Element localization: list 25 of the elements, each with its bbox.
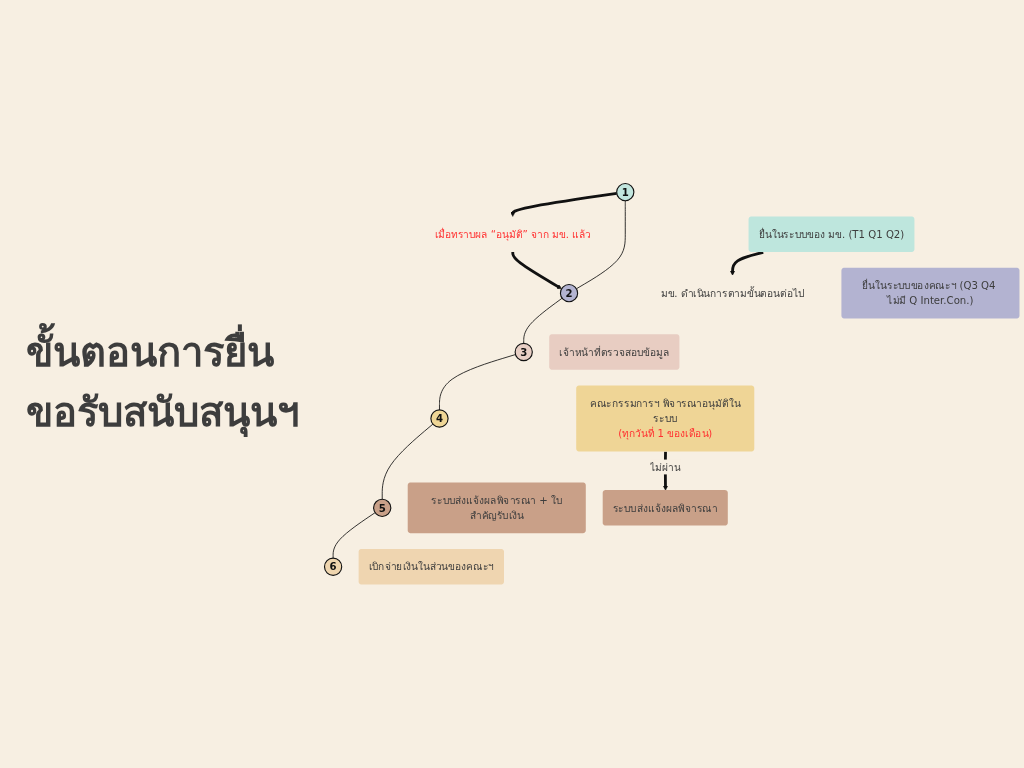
edge-label: ไม่ผ่าน	[650, 461, 681, 473]
node-circle: 3	[514, 342, 533, 362]
node-text: มข. ดำเนินการตามขั้นตอนต่อไป	[660, 287, 805, 300]
connector	[576, 200, 626, 290]
node-box: เบิกจ่ายเงินในส่วนของคณะฯ	[358, 549, 504, 585]
node-box: ยื่นในระบบของ มข. (T1 Q1 Q2)	[748, 216, 915, 252]
connector	[439, 354, 516, 411]
connector	[332, 512, 376, 559]
node-box: ยื่นในระบบของคณะฯ (Q3 Q4 ไม่มี Q Inter.Con.)	[841, 267, 1020, 319]
connector	[523, 297, 563, 344]
node-box: ระบบส่งแจ้งผลพิจารณา + ใบสำคัญรับเงิน	[407, 482, 586, 534]
arrow	[730, 250, 764, 276]
node-box: ระบบส่งแจ้งผลพิจารณา	[602, 490, 728, 526]
arrow	[511, 251, 562, 289]
title: ขั้นตอนการยื่นขอรับสนับสนุนฯ	[22, 308, 320, 460]
connector	[381, 423, 434, 500]
node-circle: 1	[616, 182, 635, 202]
node-box: คณะกรรมการฯ พิจารณาอนุมัติในระบบ (ทุกวันที่ 1 ของเดือน)	[576, 385, 755, 452]
node-circle: 2	[559, 283, 579, 303]
node-circle: 6	[323, 557, 343, 576]
node-text: เมื่อทราบผล “อนุมัติ” จาก มข. แล้ว	[434, 228, 591, 241]
node-circle: 4	[430, 409, 449, 428]
arrow	[510, 191, 617, 217]
node-box: เจ้าหน้าที่ตรวจสอบข้อมูล	[549, 334, 680, 370]
node-circle: 5	[373, 498, 392, 517]
